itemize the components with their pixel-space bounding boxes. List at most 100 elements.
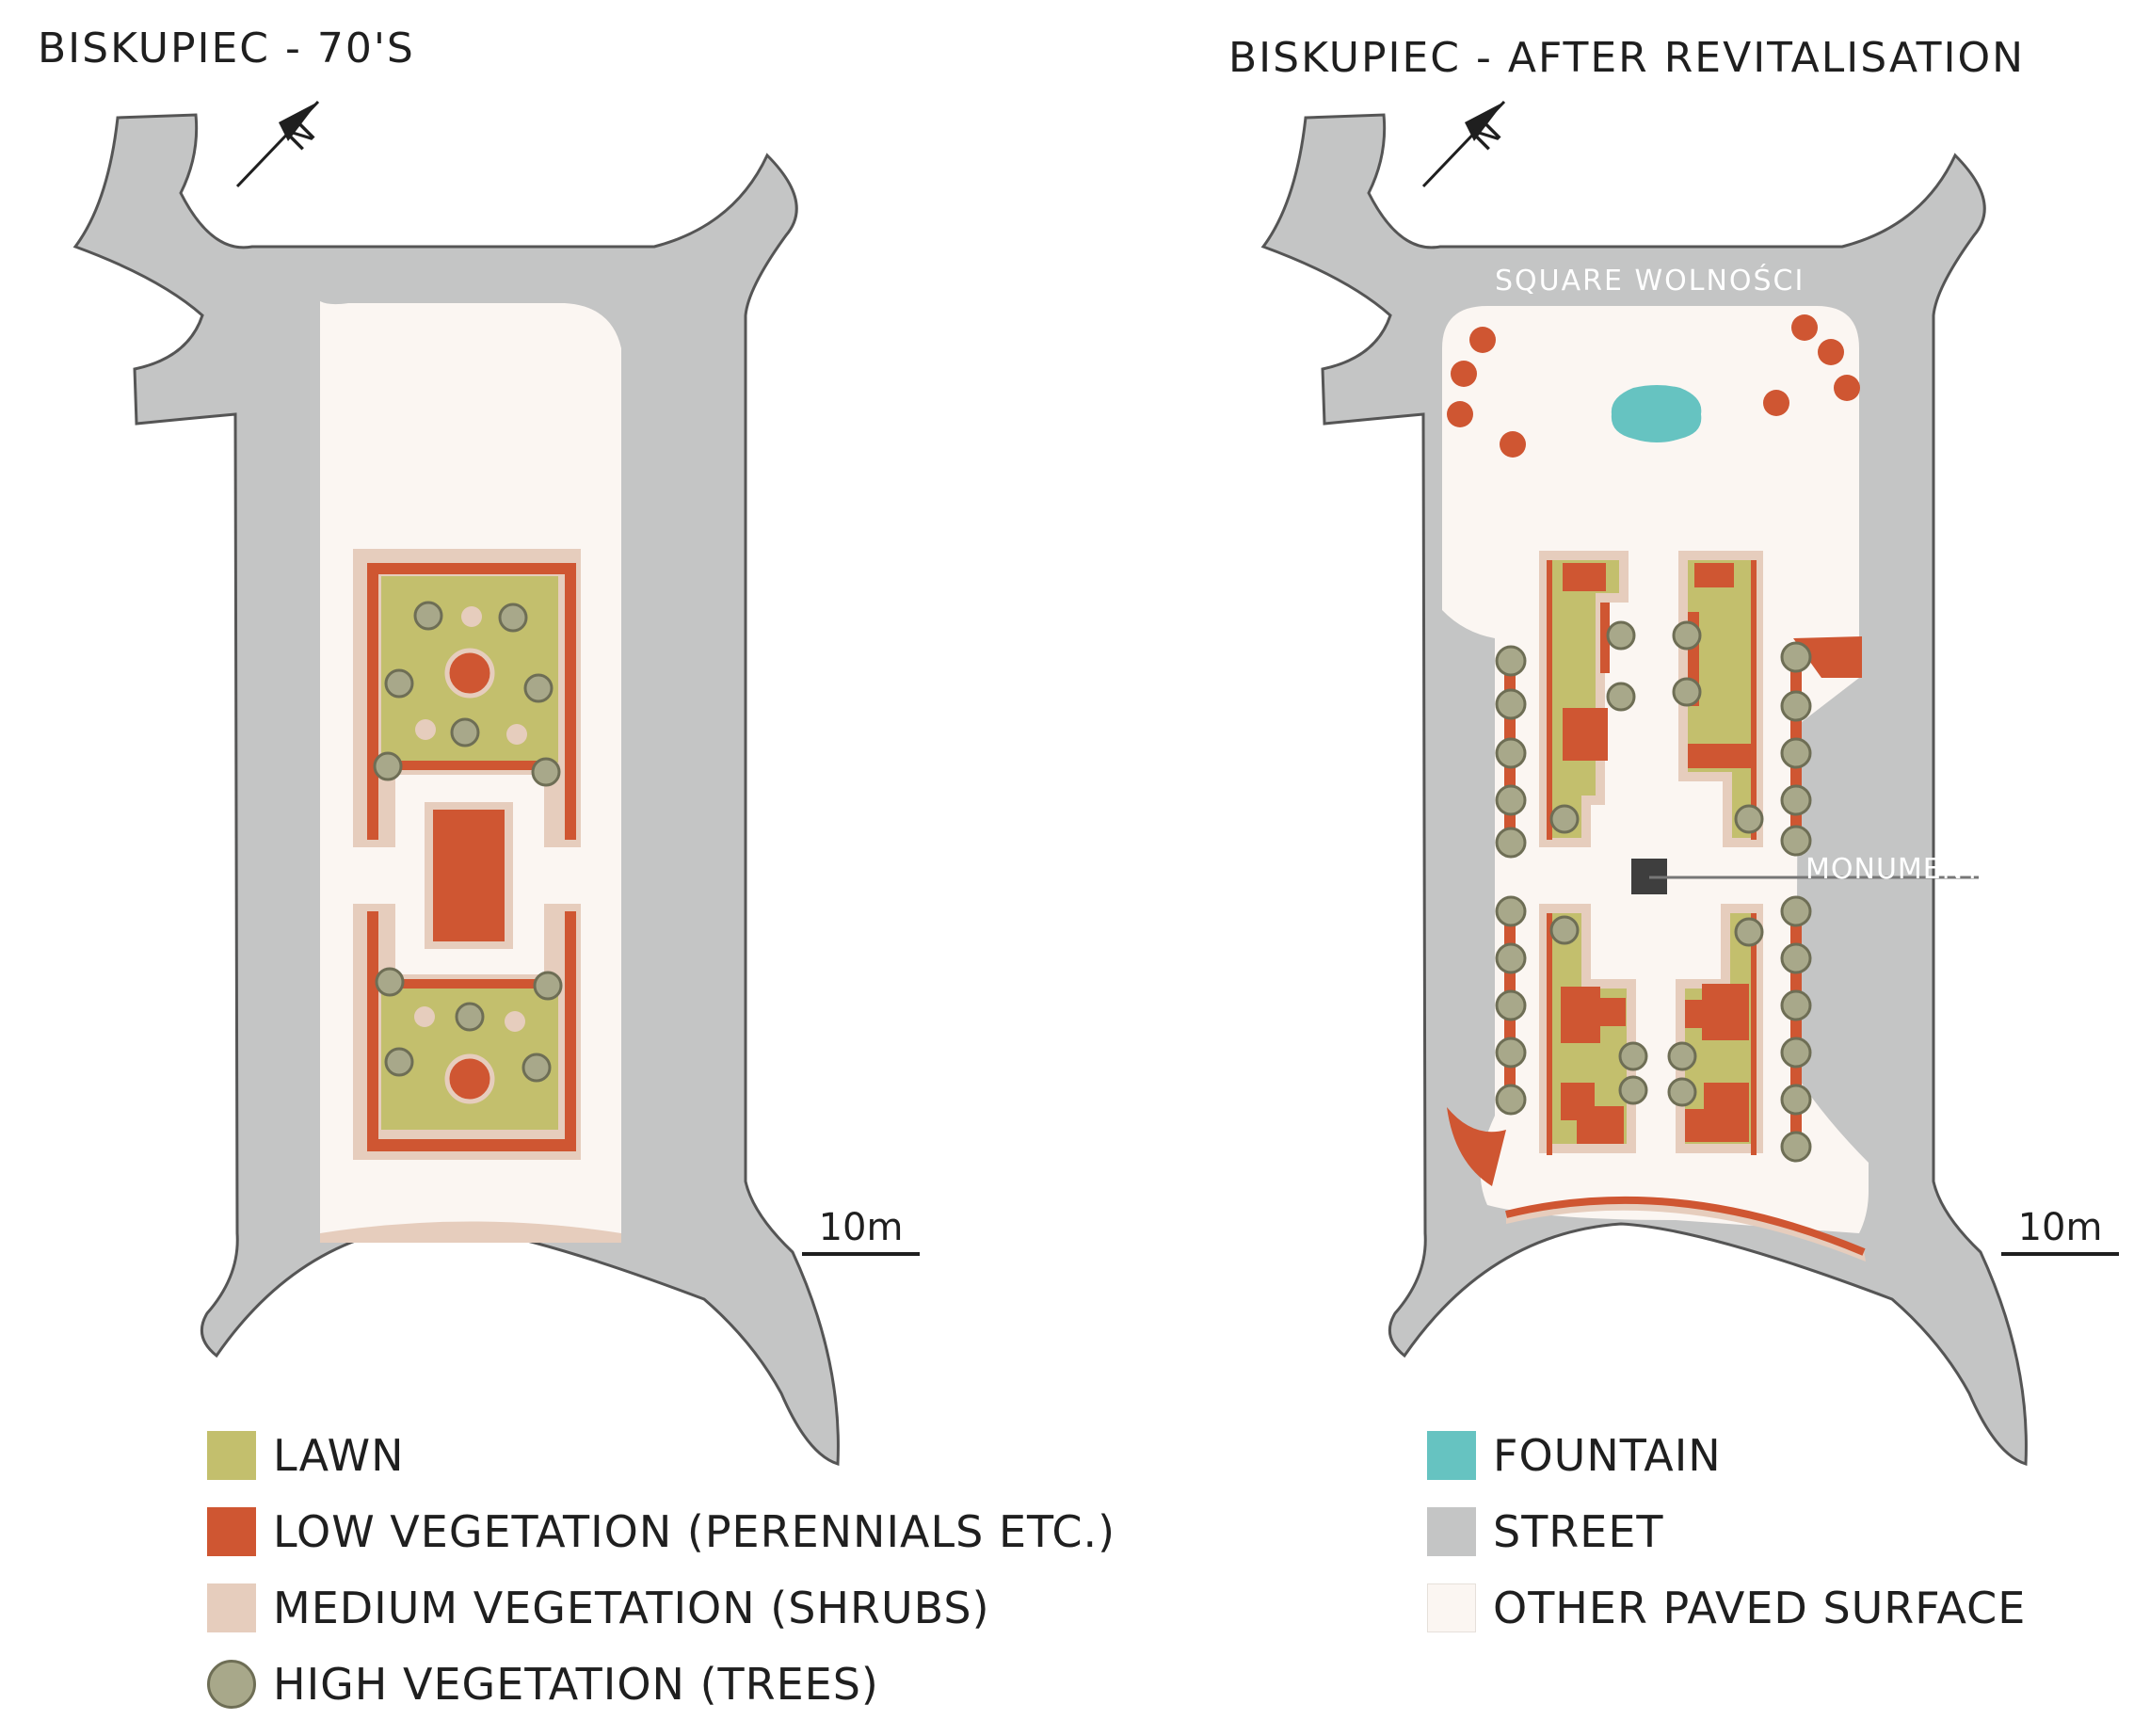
legend-item-lawn: LAWN — [207, 1430, 1115, 1481]
paved-surface-swatch — [1427, 1583, 1476, 1632]
title-left: BISKUPIEC - 70'S — [38, 24, 415, 72]
square-label-side: SQUARE WOLNOŚCI — [1362, 603, 1397, 912]
tree — [1672, 620, 1702, 651]
medium-vegetation-swatch — [207, 1583, 256, 1632]
perennial-corner — [1793, 636, 1862, 678]
tree — [373, 751, 403, 781]
scale-line — [2001, 1252, 2119, 1256]
legend-label: MEDIUM VEGETATION (SHRUBS) — [273, 1583, 990, 1633]
ornamental-tree — [1451, 361, 1477, 387]
tree — [1780, 1037, 1812, 1069]
tree — [1495, 645, 1527, 677]
tree — [1606, 620, 1636, 651]
shrub — [414, 1006, 435, 1027]
perennial-corner — [1447, 1107, 1506, 1186]
tree — [1495, 827, 1527, 859]
legend-right: FOUNTAIN STREET OTHER PAVED SURFACE — [1427, 1430, 2027, 1660]
legend-item-medium-vegetation: MEDIUM VEGETATION (SHRUBS) — [207, 1583, 1115, 1633]
tree — [1495, 1084, 1527, 1116]
tree — [1780, 1131, 1812, 1163]
tree — [521, 1053, 552, 1083]
tree — [1780, 942, 1812, 974]
tree — [1495, 737, 1527, 769]
tree — [1618, 1041, 1648, 1071]
legend-item-fountain: FOUNTAIN — [1427, 1430, 2026, 1481]
tree — [1495, 784, 1527, 816]
tree — [1780, 690, 1812, 722]
title-right: BISKUPIEC - AFTER REVITALISATION — [1228, 34, 2026, 82]
tree — [1667, 1041, 1697, 1071]
scale-label: 10m — [2017, 1206, 2103, 1249]
tree — [1780, 989, 1812, 1021]
garden-bed — [1678, 551, 1763, 847]
tree — [531, 757, 561, 787]
street-swatch — [1427, 1507, 1476, 1556]
low-vegetation-swatch — [207, 1507, 256, 1556]
tree — [1495, 1037, 1527, 1069]
tree — [1780, 895, 1812, 927]
legend-label: LOW VEGETATION (PERENNIALS ETC.) — [273, 1506, 1116, 1557]
shrub — [505, 1011, 525, 1032]
legend-label: HIGH VEGETATION (TREES) — [273, 1659, 879, 1710]
tree — [384, 668, 414, 699]
fountain — [1611, 385, 1702, 442]
scale-line — [802, 1252, 920, 1256]
tree — [533, 971, 563, 1001]
north-arrow: N — [235, 100, 323, 188]
legend-left: LAWN LOW VEGETATION (PERENNIALS ETC.) ME… — [207, 1430, 1116, 1736]
ornamental-tree — [1818, 339, 1844, 365]
tree — [1780, 737, 1812, 769]
tree — [1618, 1075, 1648, 1105]
legend-item-paved-surface: OTHER PAVED SURFACE — [1427, 1583, 2027, 1633]
tree — [1606, 682, 1636, 712]
ornamental-tree — [1500, 431, 1526, 458]
tree — [498, 603, 528, 633]
shrub — [461, 606, 482, 627]
tree — [1495, 688, 1527, 720]
tree — [1780, 1084, 1812, 1116]
plan-after-revitalisation: MONUMENT SQUARE WOLNOŚCI SQUARE WOLNOŚCI… — [1261, 100, 2028, 1466]
north-arrow: N — [1421, 100, 1509, 188]
tree — [523, 673, 554, 703]
legend-label: LAWN — [273, 1430, 405, 1481]
ornamental-tree — [1763, 390, 1789, 416]
shrub — [415, 719, 436, 740]
ornamental-tree — [1834, 375, 1860, 401]
ornamental-tree — [1791, 314, 1818, 341]
scale-label: 10m — [818, 1206, 904, 1249]
garden-bed — [1539, 551, 1629, 847]
plan-70s: N — [73, 100, 840, 1466]
monument-label: MONUMENT — [1805, 853, 1982, 886]
legend-label: STREET — [1493, 1506, 1664, 1557]
legend-label: FOUNTAIN — [1493, 1430, 1722, 1481]
fountain-swatch — [1427, 1431, 1476, 1480]
tree — [1780, 641, 1812, 673]
tree — [1495, 895, 1527, 927]
perennial-bed — [433, 810, 505, 941]
square-label-top: SQUARE WOLNOŚCI — [1495, 263, 1805, 297]
legend-item-high-vegetation: HIGH VEGETATION (TREES) — [207, 1659, 1115, 1710]
tree — [1667, 1077, 1697, 1107]
tree — [375, 967, 405, 997]
legend-label: OTHER PAVED SURFACE — [1493, 1583, 2027, 1633]
perennial-strip — [1790, 902, 1802, 1161]
lawn-swatch — [207, 1431, 256, 1480]
legend-item-street: STREET — [1427, 1506, 2026, 1557]
tree — [455, 1002, 485, 1032]
perennial-edge — [1505, 1196, 1866, 1256]
shrub-edge — [320, 1221, 621, 1243]
tree — [1780, 784, 1812, 816]
tree — [1672, 677, 1702, 707]
perennial-bed — [444, 1053, 495, 1104]
ornamental-tree — [1447, 401, 1473, 427]
tree — [1734, 804, 1764, 834]
tree — [1495, 989, 1527, 1021]
scale-bar-right: 10m — [2001, 1207, 2119, 1256]
perennial-bed — [444, 648, 495, 699]
garden-bed — [1676, 904, 1763, 1155]
legend-item-low-vegetation: LOW VEGETATION (PERENNIALS ETC.) — [207, 1506, 1116, 1557]
garden-bed — [1539, 904, 1636, 1155]
scale-bar-left: 10m — [802, 1207, 920, 1256]
shrub — [506, 724, 527, 745]
